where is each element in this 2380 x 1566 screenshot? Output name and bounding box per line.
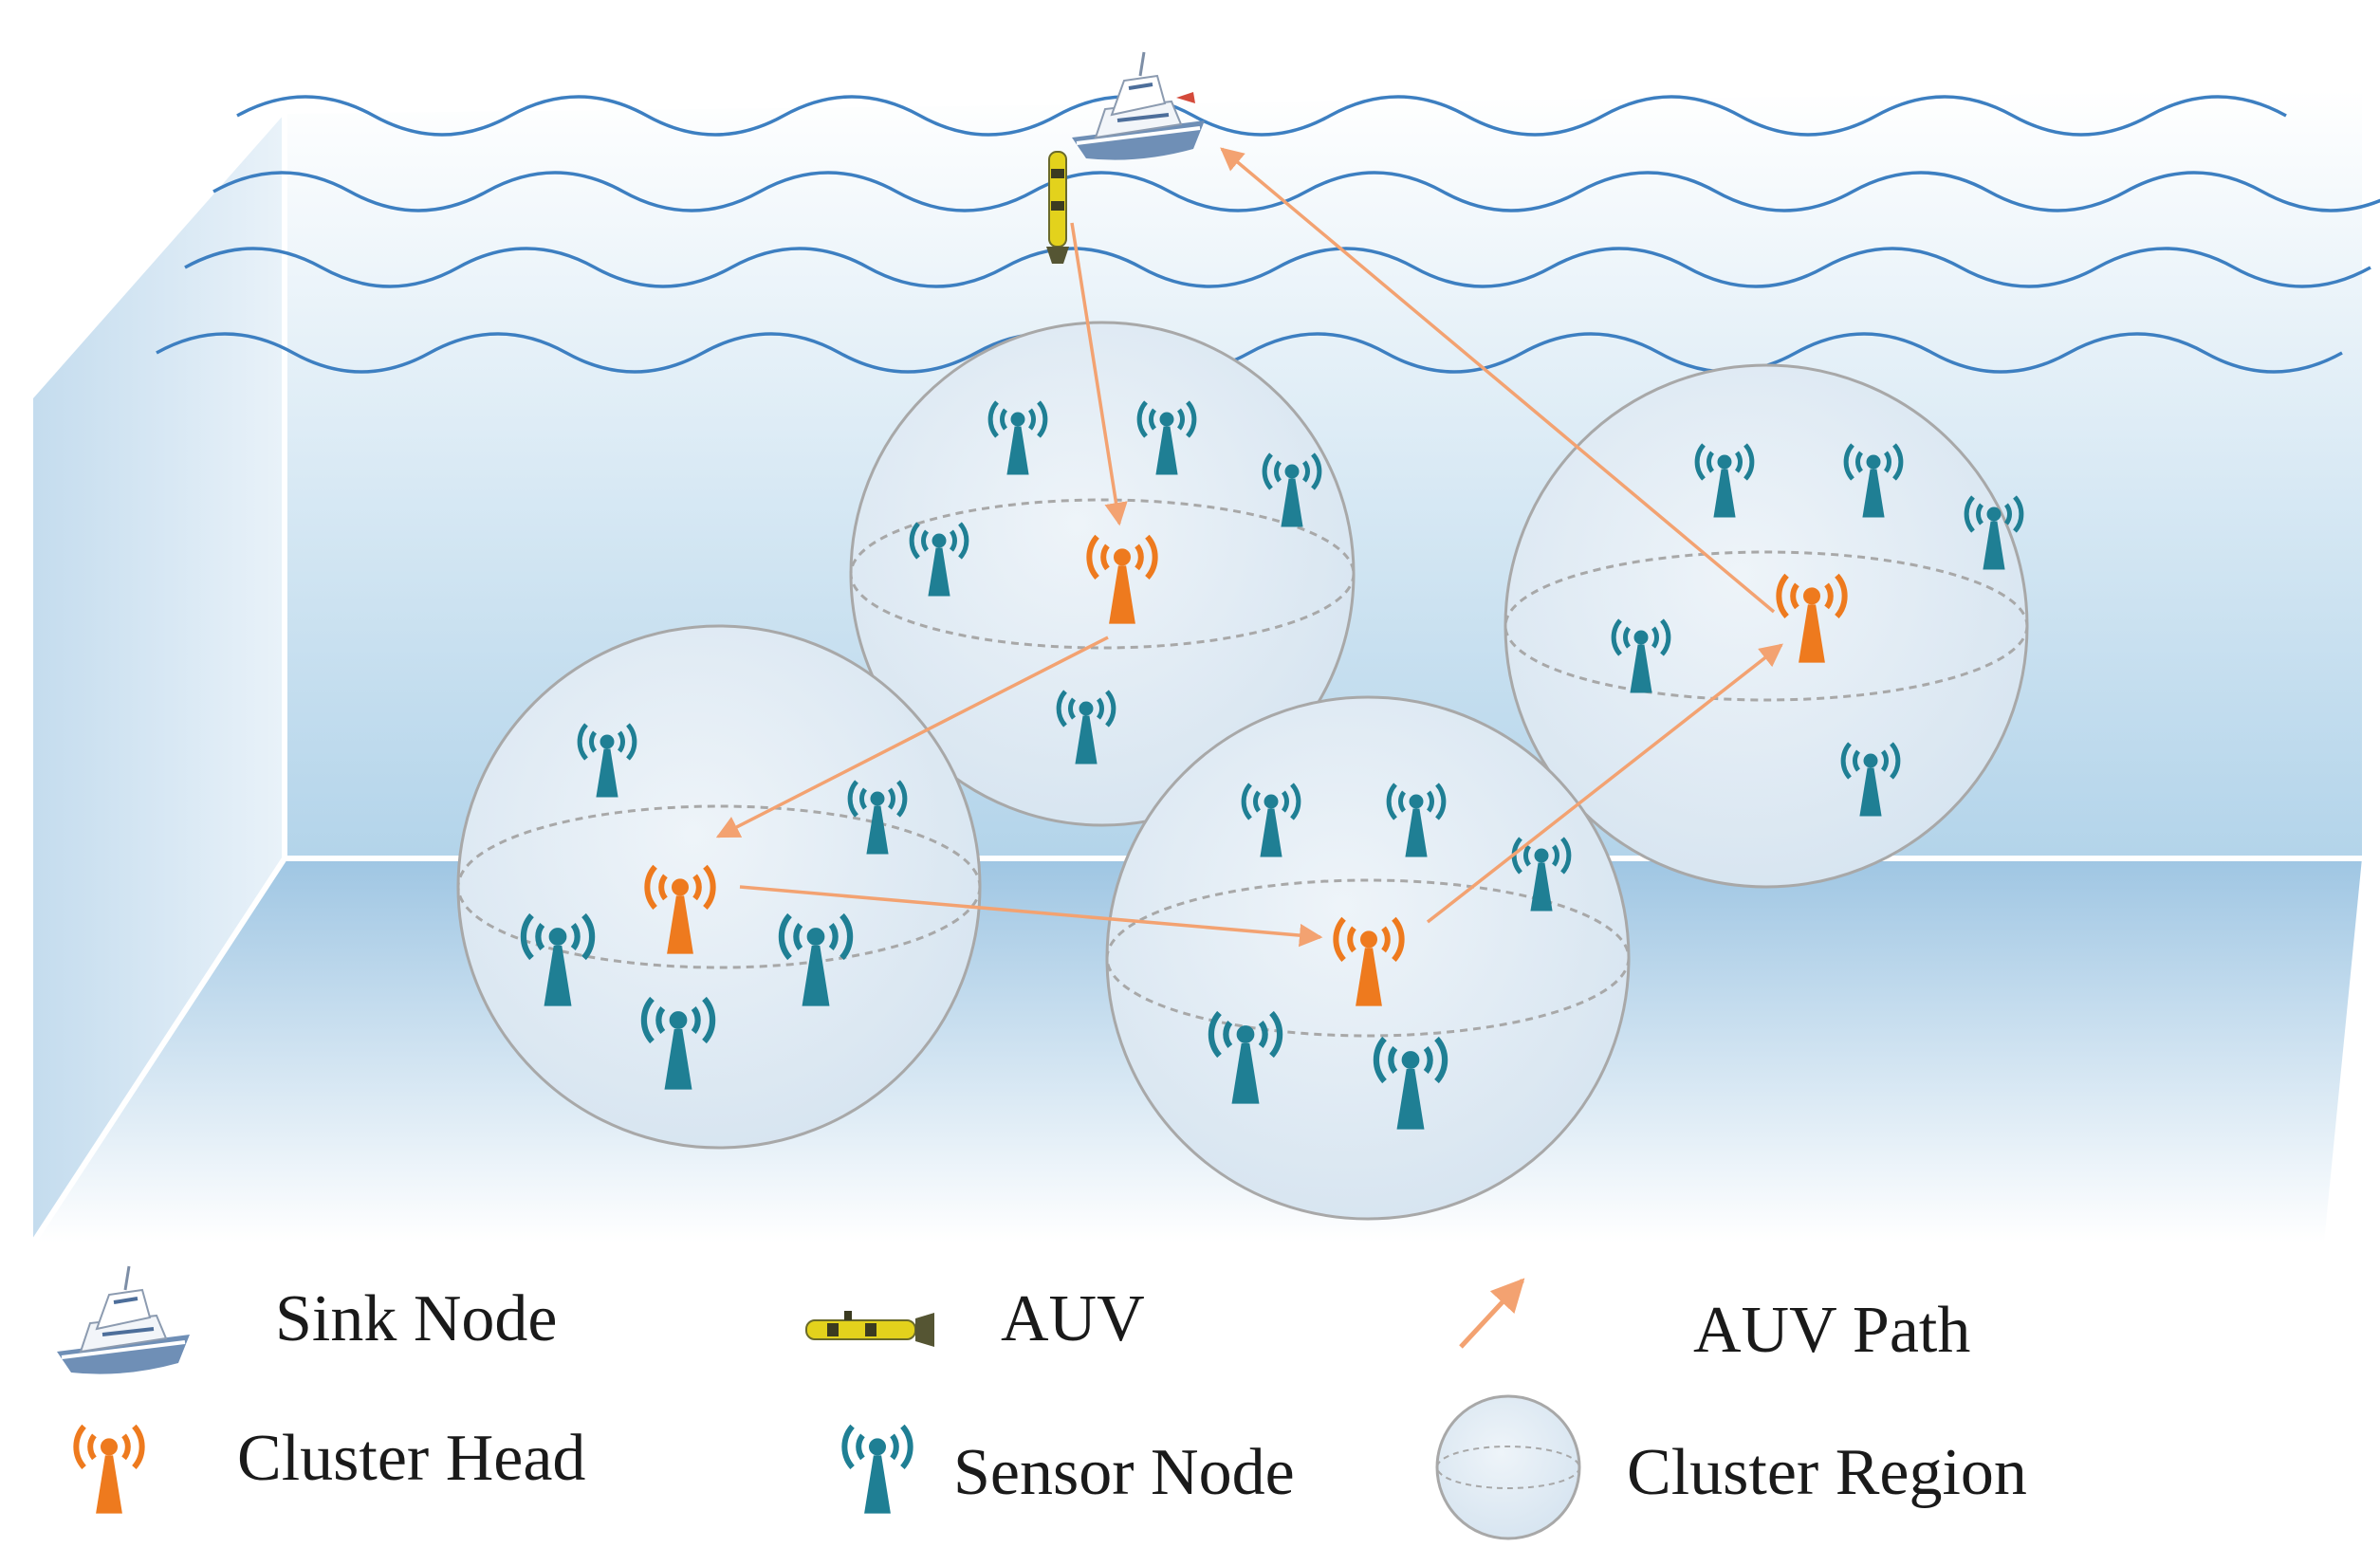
left-wall [33, 114, 285, 1243]
arrow-icon [1459, 1278, 1525, 1349]
cluster-region-left [456, 624, 982, 1150]
auv-path-segment [739, 885, 1323, 948]
auv-path [715, 147, 1783, 948]
legend-cluster-head-label: Cluster Head [237, 1422, 585, 1495]
sphere-icon [1435, 1394, 1581, 1540]
auv-path-segment [1070, 222, 1128, 526]
box-floor-edge [30, 857, 287, 1244]
auv-icon [805, 1311, 934, 1347]
legend-cluster-region-label: Cluster Region [1627, 1436, 2027, 1509]
legend-auv-label: AUV [1001, 1282, 1145, 1355]
auv-path-segment [715, 636, 1109, 838]
wave-line [236, 95, 2287, 137]
legend-cluster-region: Cluster Region [1435, 1394, 2027, 1540]
auv-path-segment [1426, 643, 1783, 924]
orange-tower-icon [76, 1427, 141, 1513]
legend-auv: AUV [805, 1282, 1145, 1355]
legend-auv-path: AUV Path [1459, 1278, 1970, 1367]
auv-path-segment [1220, 147, 1776, 614]
cluster-region-right [1504, 363, 2029, 889]
legend-auv-path-label: AUV Path [1693, 1294, 1970, 1367]
teal-tower-icon [844, 1427, 910, 1513]
ship-icon [57, 1265, 190, 1374]
sink-node-ship-icon [1072, 51, 1205, 160]
wave-line [156, 332, 2343, 374]
legend-cluster-head: Cluster Head [76, 1422, 585, 1513]
legend-sink-node-label: Sink Node [275, 1282, 558, 1355]
wave-line [212, 171, 2380, 212]
legend: Sink Node AUV AUV Path Cluster Head [57, 1265, 2027, 1540]
legend-sensor-node: Sensor Node [844, 1427, 1295, 1513]
wave-line [184, 247, 2371, 288]
legend-sink-node: Sink Node [57, 1265, 558, 1374]
auv-icon [1046, 151, 1069, 264]
legend-sensor-node-label: Sensor Node [953, 1436, 1295, 1509]
sea-surface-waves [156, 95, 2380, 374]
cluster-region-top [849, 321, 1356, 827]
